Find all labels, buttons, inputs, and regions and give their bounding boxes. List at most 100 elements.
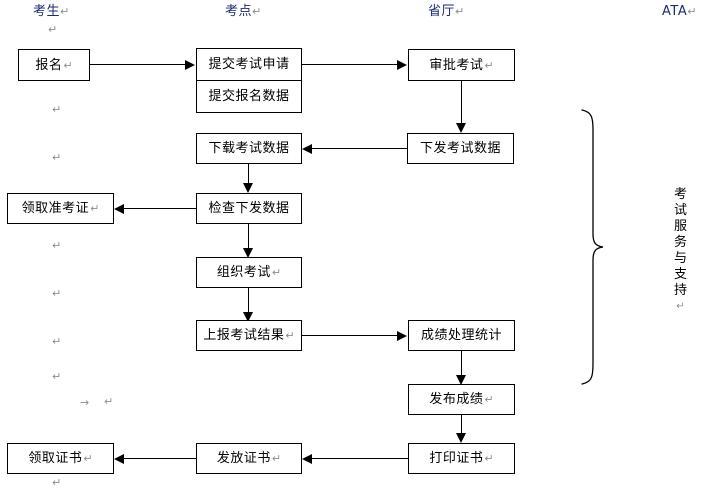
pilcrow-mark: ↵	[60, 5, 70, 18]
arrowhead-right	[185, 60, 195, 70]
pilcrow-mark: ↵	[52, 103, 62, 116]
node-distribute-exam-data[interactable]: 下发考试数据	[407, 133, 514, 164]
arrowhead-left	[114, 454, 124, 464]
column-header-province-bureau: 省厅↵	[428, 4, 464, 20]
pilcrow-mark: ↵	[83, 452, 93, 465]
column-header-candidate: 考生↵	[33, 4, 69, 20]
node-print-certificate[interactable]: 打印证书↵	[408, 443, 515, 474]
node-download-exam-data[interactable]: 下载考试数据	[196, 133, 302, 164]
arrowhead-down	[243, 183, 253, 193]
node-submit-registration-data[interactable]: 提交报名数据	[197, 81, 301, 113]
connector-score-to-publish	[461, 351, 462, 375]
column-header-candidate-label: 考生	[33, 4, 61, 19]
brace-caption-char: 与	[673, 251, 688, 266]
node-submit-exam-application[interactable]: 提交考试申请	[197, 49, 301, 81]
node-score-processing-statistics-label: 成绩处理统计	[420, 328, 502, 343]
node-collect-certificate[interactable]: 领取证书↵	[7, 443, 114, 474]
connector-submit-to-approve	[302, 64, 397, 65]
pilcrow-mark: ↵	[63, 58, 73, 72]
connector-check-to-ticket	[124, 208, 196, 209]
arrowhead-left	[302, 454, 312, 464]
connector-download-to-check	[248, 164, 249, 183]
column-header-test-center-label: 考点	[225, 4, 253, 19]
arrowhead-down	[456, 433, 466, 443]
brace-caption-char: 服	[673, 219, 688, 234]
brace-caption-char: 考	[673, 187, 688, 202]
arrowhead-right	[397, 60, 407, 70]
connector-issue-to-collect	[124, 458, 196, 459]
connector-publish-to-print	[461, 415, 462, 433]
connector-approve-to-distribute	[461, 81, 462, 123]
node-organize-exam[interactable]: 组织考试↵	[196, 257, 302, 288]
pilcrow-mark: ↵	[52, 335, 62, 348]
node-register[interactable]: 报名↵	[18, 49, 90, 81]
pilcrow-mark: ↵	[687, 5, 697, 18]
node-collect-admission-ticket[interactable]: 领取准考证↵	[7, 193, 114, 224]
node-report-exam-results-label: 上报考试结果	[203, 328, 285, 343]
node-approve-exam[interactable]: 审批考试↵	[408, 49, 515, 81]
brace-caption-char: 持	[673, 283, 688, 298]
node-publish-scores-label: 发布成绩	[429, 392, 484, 407]
arrowhead-down	[456, 375, 466, 385]
pilcrow-mark: ↵	[52, 151, 62, 164]
node-download-exam-data-label: 下载考试数据	[208, 141, 290, 156]
tab-arrow-glyph: →	[80, 396, 90, 409]
paragraph-mark: ↵	[104, 396, 113, 407]
curly-brace-icon	[581, 109, 604, 385]
pilcrow-mark: ↵	[52, 287, 62, 300]
tab-mark-icon: →	[80, 397, 89, 408]
node-check-distributed-data[interactable]: 检查下发数据	[196, 193, 302, 224]
node-check-distributed-data-label: 检查下发数据	[208, 201, 290, 216]
connector-register-to-submit	[90, 64, 185, 65]
arrowhead-down	[243, 248, 253, 258]
pilcrow-mark: ↵	[52, 239, 62, 252]
paragraph-mark: ↵	[52, 104, 61, 115]
column-header-ata-label: ATA	[662, 4, 688, 19]
pilcrow-mark: ↵	[285, 329, 295, 342]
node-register-label: 报名	[35, 57, 63, 73]
node-approve-exam-label: 审批考试	[429, 57, 484, 73]
pilcrow-mark: ↵	[484, 452, 494, 465]
paragraph-mark: ↵	[48, 24, 57, 35]
pilcrow-mark: ↵	[48, 23, 58, 36]
node-collect-admission-ticket-label: 领取准考证	[21, 201, 90, 216]
brace-caption-char: 务	[673, 235, 688, 250]
column-header-province-bureau-label: 省厅	[428, 4, 456, 19]
node-submit-exam-application-label: 提交考试申请	[208, 56, 290, 72]
pilcrow-mark: ↵	[455, 5, 465, 18]
pilcrow-mark: ↵	[271, 452, 282, 465]
pilcrow-mark: ↵	[484, 393, 494, 406]
brace-caption-char: 试	[673, 203, 688, 218]
node-organize-exam-label: 组织考试	[216, 265, 271, 280]
arrowhead-left	[302, 144, 312, 154]
paragraph-mark: ↵	[52, 152, 61, 163]
node-score-processing-statistics[interactable]: 成绩处理统计	[408, 320, 515, 351]
paragraph-mark: ↵	[52, 288, 61, 299]
paragraph-mark: ↵	[52, 240, 61, 251]
column-header-test-center: 考点↵	[225, 4, 261, 20]
pilcrow-mark: ↵	[52, 370, 62, 383]
brace-caption-char: 支	[673, 267, 688, 282]
paragraph-mark: ↵	[52, 371, 61, 382]
node-publish-scores[interactable]: 发布成绩↵	[408, 384, 515, 415]
node-print-certificate-label: 打印证书	[429, 451, 484, 466]
connector-report-to-score	[302, 335, 397, 336]
node-submit-exam-application-group[interactable]: 提交考试申请 提交报名数据	[196, 48, 302, 113]
arrowhead-right	[397, 331, 407, 341]
arrowhead-left	[114, 204, 124, 214]
pilcrow-mark: ↵	[271, 266, 282, 279]
connector-print-to-issue	[312, 458, 408, 459]
connector-check-to-organize	[248, 224, 249, 248]
column-header-ata: ATA↵	[662, 4, 696, 20]
node-report-exam-results[interactable]: 上报考试结果↵	[196, 320, 302, 351]
pilcrow-mark: ↵	[52, 476, 62, 489]
paragraph-mark: ↵	[52, 477, 61, 488]
connector-distribute-to-download	[312, 148, 407, 149]
node-distribute-exam-data-label: 下发考试数据	[419, 141, 501, 156]
node-submit-registration-data-label: 提交报名数据	[208, 88, 290, 104]
pilcrow-mark: ↵	[484, 58, 494, 72]
pilcrow-mark: ↵	[90, 202, 100, 215]
pilcrow-mark: ↵	[252, 5, 262, 18]
pilcrow-mark: ↵	[676, 301, 686, 312]
node-issue-certificate[interactable]: 发放证书↵	[196, 443, 302, 474]
